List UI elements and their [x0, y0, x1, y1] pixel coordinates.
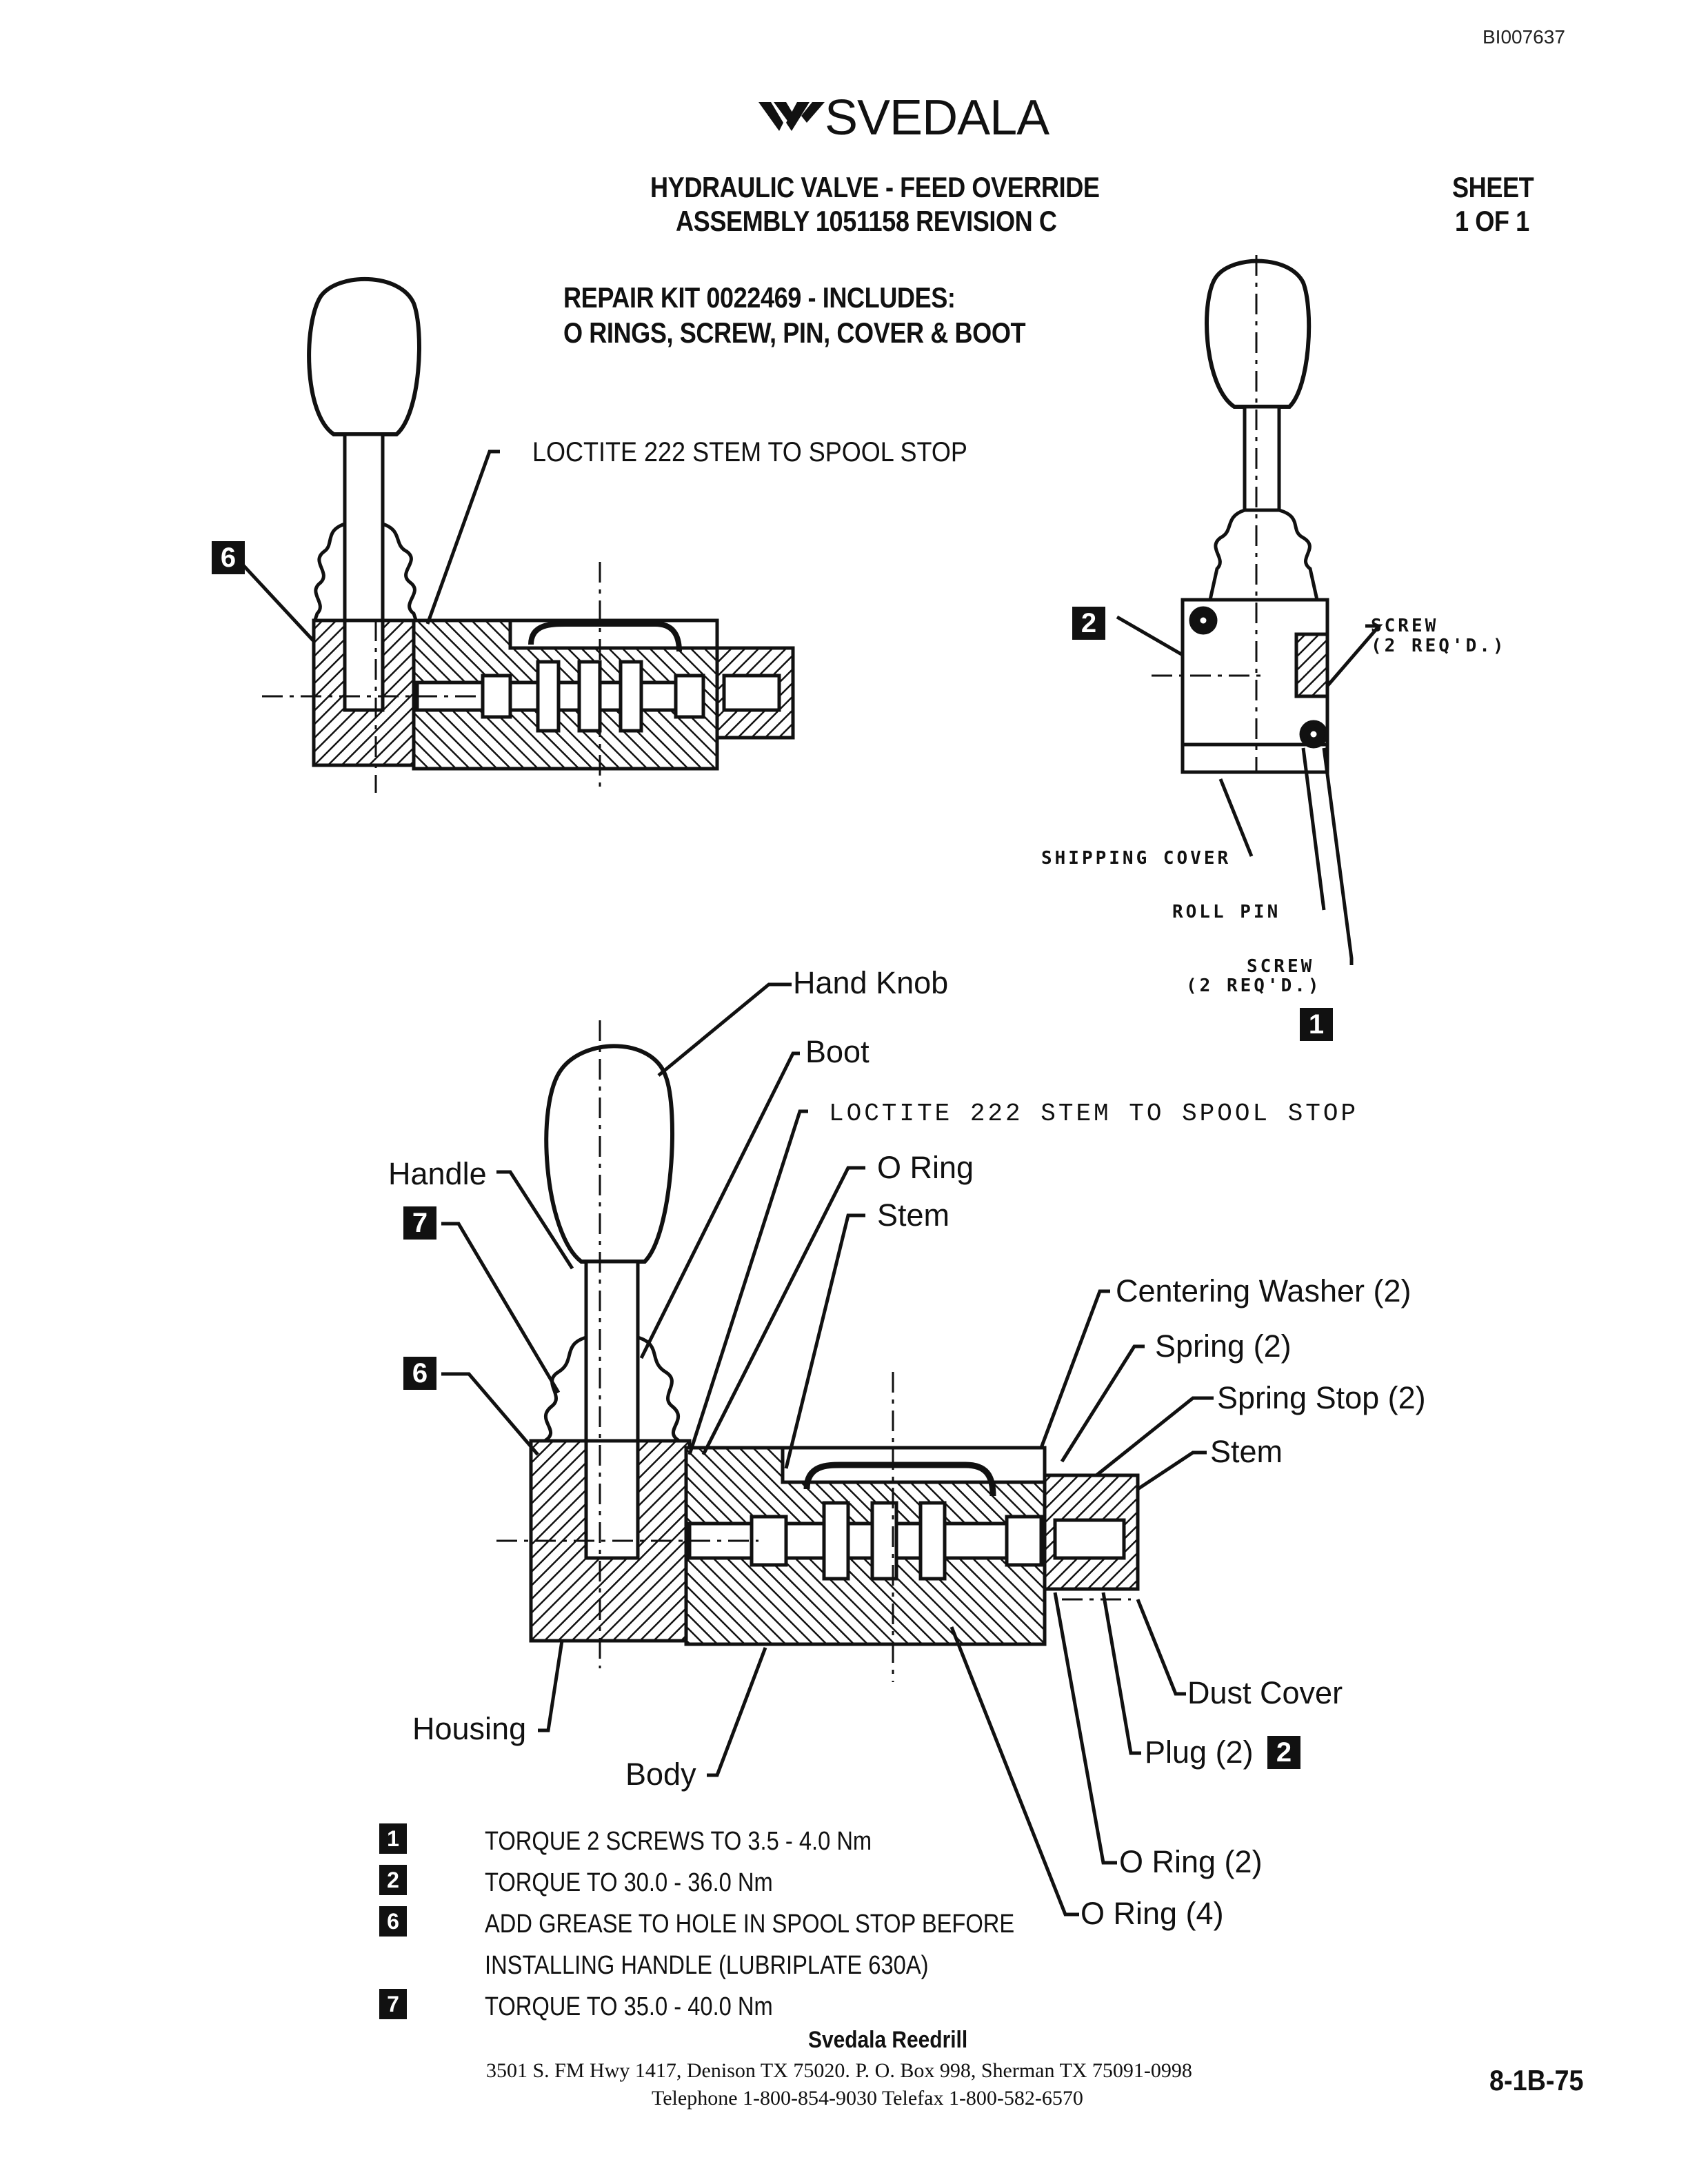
o-ring-2-label: O Ring (2) [1119, 1844, 1263, 1879]
footer-address: 3501 S. FM Hwy 1417, Denison TX 75020. P… [486, 2059, 1192, 2082]
callout-badge-6-top: 6 [212, 541, 245, 574]
boot-label: Boot [805, 1034, 870, 1069]
stem-label: Stem [877, 1197, 950, 1233]
housing-label: Housing [412, 1711, 527, 1746]
footer-telephone: Telephone 1-800-854-9030 Telefax 1-800-5… [652, 2087, 1083, 2110]
loctite-note-main: LOCTITE 222 STEM TO SPOOL STOP [829, 1100, 1359, 1128]
callout-badge-2-side: 2 [1072, 607, 1105, 640]
svedala-chevron-logo-icon [758, 102, 825, 131]
hand-knob-label: Hand Knob [793, 965, 949, 1000]
document-id: BI007637 [1483, 26, 1565, 48]
callout-badge-7: 7 [403, 1206, 436, 1240]
centering-washer-label: Centering Washer (2) [1116, 1273, 1411, 1308]
legend-badge-2: 2 [379, 1865, 407, 1895]
top-right-side-view [1116, 255, 1383, 965]
footer-company: Svedala Reedrill [808, 2027, 968, 2053]
legend-badge-7: 7 [379, 1989, 407, 2019]
spring-label: Spring (2) [1155, 1328, 1292, 1364]
sheet-label: SHEET [1452, 171, 1534, 203]
legend-text-6-line1: ADD GREASE TO HOLE IN SPOOL STOP BEFORE [485, 1910, 1015, 1939]
legend-badge-6: 6 [379, 1906, 407, 1937]
callout-badge-6-main: 6 [403, 1357, 436, 1390]
handle-label: Handle [388, 1156, 487, 1191]
legend-badge-1: 1 [379, 1823, 407, 1854]
main-section-view [441, 982, 1214, 1917]
legend-text-1: TORQUE 2 SCREWS TO 3.5 - 4.0 Nm [485, 1827, 872, 1856]
callout-badge-2-plug: 2 [1267, 1736, 1300, 1769]
legend-text-7: TORQUE TO 35.0 - 40.0 Nm [485, 1992, 773, 2021]
brand-name: SVEDALA [825, 90, 1049, 145]
roll-pin-label: ROLL PIN [1172, 902, 1281, 922]
page-number: 8-1B-75 [1489, 2064, 1584, 2096]
legend-text-6-line2: INSTALLING HANDLE (LUBRIPLATE 630A) [485, 1951, 929, 1980]
sheet-number: 1 OF 1 [1455, 205, 1529, 237]
repair-kit-contents: O RINGS, SCREW, PIN, COVER & BOOT [563, 316, 1026, 349]
screw-qty-lower: (2 REQ'D.) [1186, 975, 1322, 996]
dust-cover-label: Dust Cover [1187, 1675, 1343, 1710]
shipping-cover-label: SHIPPING COVER [1041, 848, 1232, 869]
body-label: Body [625, 1757, 696, 1792]
screw-label-lower: SCREW [1247, 956, 1315, 977]
legend-text-2: TORQUE TO 30.0 - 36.0 Nm [485, 1868, 773, 1897]
page-title: HYDRAULIC VALVE - FEED OVERRIDE [650, 171, 1100, 203]
screw-qty-upper: (2 REQ'D.) [1371, 636, 1507, 656]
page-subtitle: ASSEMBLY 1051158 REVISION C [676, 205, 1057, 237]
top-left-section-view [223, 277, 795, 793]
repair-kit-title: REPAIR KIT 0022469 - INCLUDES: [563, 281, 956, 314]
plug-label: Plug (2) [1145, 1735, 1254, 1770]
callout-badge-1-side: 1 [1300, 1008, 1333, 1041]
stem-right-label: Stem [1210, 1434, 1283, 1469]
loctite-note-top: LOCTITE 222 STEM TO SPOOL STOP [532, 437, 967, 467]
o-ring-label: O Ring [877, 1150, 974, 1185]
spring-stop-label: Spring Stop (2) [1217, 1380, 1426, 1415]
screw-label-upper: SCREW [1371, 616, 1439, 636]
o-ring-4-label: O Ring (4) [1081, 1896, 1224, 1931]
